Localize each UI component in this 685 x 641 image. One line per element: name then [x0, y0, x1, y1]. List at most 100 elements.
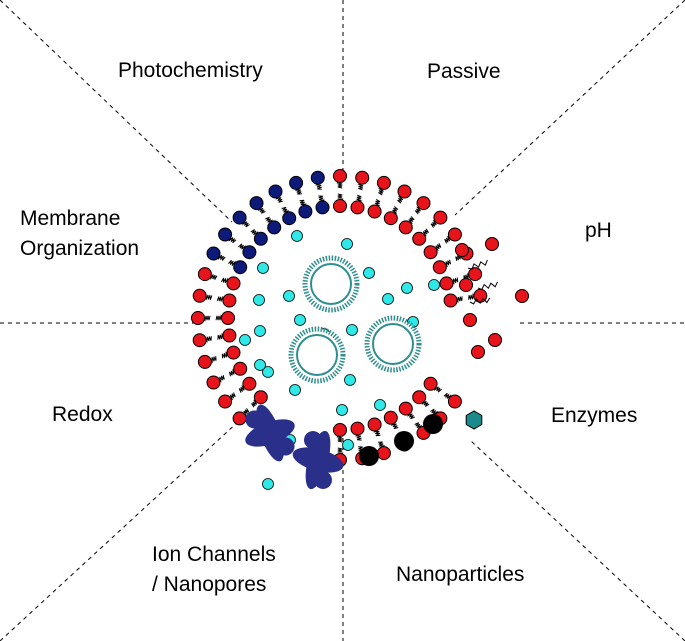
- lipid-head-inner: [222, 328, 237, 343]
- lipid-head-inner: [423, 376, 438, 391]
- lipid-head-outer: [192, 288, 207, 303]
- lipid-tail: [257, 207, 266, 214]
- lipid-head-inner: [367, 417, 382, 432]
- lipid-tail: [265, 216, 273, 223]
- lipid-head-inner: [233, 260, 248, 275]
- lipid-head-inner: [412, 231, 427, 246]
- solute-molecule: [294, 314, 306, 326]
- lipid-head-inner: [315, 200, 330, 215]
- ph-lipid-head: [459, 278, 473, 292]
- lipid-head-inner: [398, 401, 413, 416]
- lipid-tail: [299, 199, 307, 207]
- lipid-tail: [414, 206, 421, 215]
- lipid-tail: [451, 277, 459, 285]
- liposome-interior: [239, 230, 440, 490]
- lipid-tail: [216, 295, 224, 302]
- lipid-tail: [435, 243, 442, 251]
- lipid-tail: [392, 206, 399, 214]
- solute-molecule: [291, 230, 303, 242]
- lipid-head-inner: [233, 361, 248, 376]
- lipid-tail: [205, 294, 213, 301]
- nanoparticle: [423, 414, 443, 434]
- divider-diagonal-top-right: [454, 0, 685, 216]
- lipid-tail: [251, 399, 258, 408]
- lipid-head-inner: [439, 276, 454, 291]
- lipid-head-inner: [226, 276, 241, 291]
- ph-lipid-head: [463, 313, 477, 327]
- lipid-tail: [469, 297, 491, 305]
- ph-lipid-head: [471, 345, 485, 359]
- lipid-tail: [218, 254, 226, 261]
- lipid-head-outer: [192, 333, 207, 348]
- lipid-head-outer: [197, 354, 212, 369]
- lipid-head-outer: [218, 394, 233, 409]
- lipid-tail: [250, 229, 259, 236]
- lipid-tail: [456, 296, 463, 304]
- divider-diagonal-top-left: [0, 0, 233, 223]
- lipid-head-inner: [383, 211, 398, 226]
- lipid-tail: [377, 188, 384, 196]
- lipid-head-inner: [221, 311, 235, 325]
- solute-molecule: [262, 478, 274, 490]
- solute-molecule: [346, 324, 358, 336]
- lipid-tail: [407, 413, 415, 420]
- label-membrane-organization-line1: Membrane: [20, 207, 121, 230]
- lipid-tail: [421, 400, 430, 407]
- lipid-tail: [315, 183, 322, 190]
- lipid-head-outer: [191, 311, 205, 325]
- lipid-tail: [414, 422, 423, 429]
- lipid-tail: [434, 386, 442, 393]
- solute-molecule: [336, 404, 348, 416]
- ion-channel-protein: [245, 404, 295, 462]
- lipid-tail: [281, 206, 290, 214]
- lipid-tail: [210, 274, 218, 281]
- lipid-head-inner: [367, 204, 382, 219]
- solute-molecule: [283, 290, 295, 302]
- lipid-head-outer: [397, 184, 412, 199]
- lipid-head-inner: [383, 410, 398, 425]
- liposome-bilayer: [191, 169, 488, 467]
- lipid-tail: [294, 188, 302, 195]
- enzyme: [465, 410, 483, 430]
- lipid-tail: [468, 293, 475, 300]
- lipid-tail: [243, 408, 250, 416]
- lipid-head-inner: [443, 293, 458, 308]
- label-ion-channels-line1: Ion Channels: [152, 543, 276, 566]
- lipid-tail: [397, 196, 404, 204]
- lipid-head-inner: [253, 231, 268, 246]
- vesicle-inner-leaflet: [310, 263, 352, 305]
- lipid-head-inner: [333, 199, 347, 213]
- lipid-tail: [220, 277, 229, 284]
- vesicle-inner-leaflet: [372, 323, 414, 365]
- lipid-head-outer: [416, 196, 431, 211]
- lipid-head-outer: [376, 175, 391, 190]
- divider-diagonal-bottom-left: [0, 419, 241, 641]
- label-passive: Passive: [427, 60, 501, 83]
- lipid-tail: [318, 195, 326, 202]
- lipid-tail: [275, 196, 284, 203]
- lipid-head-outer: [232, 411, 247, 426]
- lipid-head-inner: [242, 376, 257, 391]
- solute-molecule: [262, 366, 274, 378]
- lipid-tail: [467, 259, 488, 270]
- lipid-tail: [238, 385, 245, 393]
- ph-lipid-head: [455, 243, 469, 257]
- small-vesicle: [302, 255, 360, 313]
- lipid-tail: [443, 392, 452, 399]
- lipid-head-inner: [242, 245, 257, 260]
- lipid-tail: [221, 351, 229, 359]
- lipid-tail: [205, 336, 212, 343]
- lipid-head-outer: [376, 446, 391, 461]
- solute-molecule: [257, 262, 269, 274]
- lipid-tail: [356, 194, 363, 202]
- solute-molecule: [254, 359, 266, 371]
- nanoparticle: [359, 446, 379, 466]
- lipid-head-inner: [432, 260, 447, 275]
- lipid-head-outer: [249, 196, 264, 211]
- lipid-head-inner: [226, 345, 241, 360]
- lipid-tail: [228, 237, 237, 244]
- label-ion-channels-line2: / Nanopores: [152, 573, 267, 596]
- protein-lobe: [292, 447, 344, 473]
